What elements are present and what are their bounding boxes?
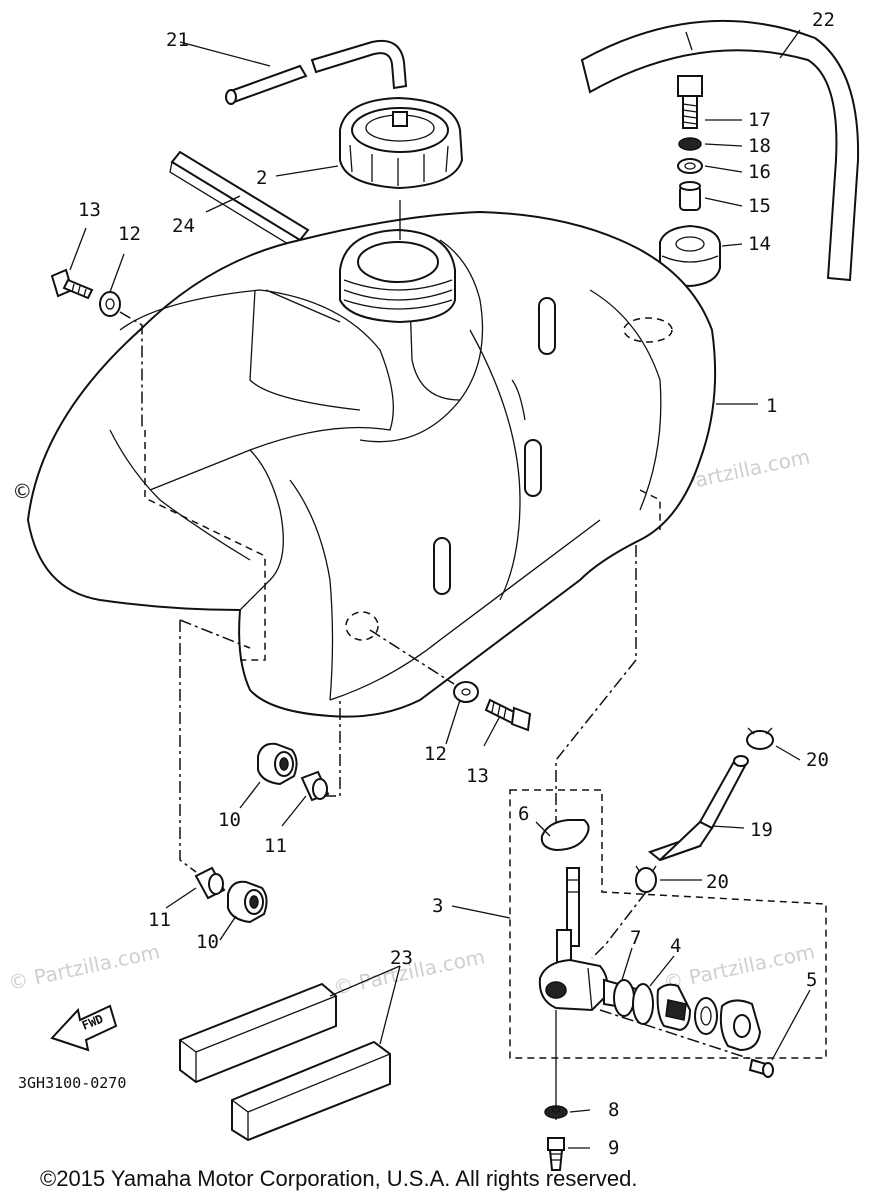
callout-23: 23 [390, 947, 413, 969]
callout-8: 8 [608, 1099, 619, 1121]
grommet-lower [227, 880, 268, 924]
callout-11-lower: 11 [148, 909, 171, 931]
grommet-lower-axis [179, 620, 197, 873]
callout-5: 5 [806, 969, 817, 991]
lever [656, 983, 692, 1032]
callout-10-upper: 10 [218, 809, 241, 831]
callout-4: 4 [670, 935, 681, 957]
callout-14: 14 [748, 233, 771, 255]
fuel-cap [339, 96, 464, 190]
damper-block-front [231, 1040, 391, 1142]
collar-lower [194, 866, 226, 900]
callout-18: 18 [748, 135, 771, 157]
callout-19: 19 [750, 819, 773, 841]
collar [679, 181, 701, 211]
lever-plate [719, 999, 762, 1052]
callout-9: 9 [608, 1137, 619, 1159]
bolt-upper-axis [119, 311, 143, 430]
callout-7: 7 [630, 927, 641, 949]
collar-upper [300, 770, 330, 802]
damper-block-rear [179, 982, 337, 1084]
hose-clip-upper [746, 727, 774, 750]
bolt-upper [50, 268, 94, 300]
callout-13-upper: 13 [78, 199, 101, 221]
vent-hose [225, 40, 408, 105]
callout-17: 17 [748, 109, 771, 131]
callout-3: 3 [432, 895, 443, 917]
mounting-bolt [677, 75, 703, 129]
watermark: © Partzilla.com [661, 939, 817, 995]
washer-upper [99, 291, 121, 317]
callout-2: 2 [256, 167, 267, 189]
grommet-upper [257, 742, 298, 786]
fuel-hose [647, 755, 749, 862]
washer-lower [453, 681, 479, 703]
callout-labels: 1 2 3 4 5 6 7 8 9 10 10 11 11 12 12 13 1… [78, 9, 835, 1159]
grommet-upper-axis [324, 700, 341, 797]
bolt-lower-axis [369, 629, 455, 685]
callout-12-lower: 12 [424, 743, 447, 765]
lever-screw [748, 1058, 774, 1078]
rubber-damper [659, 224, 721, 288]
plain-washer [677, 158, 703, 174]
tank-strap [580, 19, 860, 282]
callout-12-upper: 12 [118, 223, 141, 245]
callout-1: 1 [766, 395, 777, 417]
callout-24: 24 [172, 215, 195, 237]
watermark: © Partzilla.com [6, 939, 162, 995]
callout-13-lower: 13 [466, 765, 489, 787]
hose-clip-lower [635, 865, 657, 893]
callout-22: 22 [812, 9, 835, 31]
callout-15: 15 [748, 195, 771, 217]
lever-axis [599, 1009, 761, 1063]
spring-washer [678, 137, 702, 151]
drain-screw [547, 1137, 565, 1171]
copyright-notice: ©2015 Yamaha Motor Corporation, U.S.A. A… [40, 1166, 637, 1191]
wave-washer [694, 997, 718, 1035]
callout-11-upper: 11 [264, 835, 287, 857]
diagram-part-code: 3GH3100-0270 [18, 1074, 126, 1092]
o-ring [613, 979, 635, 1017]
callout-6: 6 [518, 803, 529, 825]
callout-20-upper: 20 [806, 749, 829, 771]
callout-10-lower: 10 [196, 931, 219, 953]
tank-side-axis [179, 619, 251, 649]
fuel-cock-outline [509, 789, 827, 1059]
hose-axis [591, 891, 647, 959]
drain-washer [544, 1105, 568, 1119]
bolt-lower [484, 698, 532, 732]
lever-gasket [632, 983, 654, 1025]
fuel-tank [26, 210, 717, 718]
callout-21: 21 [166, 29, 189, 51]
callout-20-lower: 20 [706, 871, 729, 893]
forward-arrow: FWD [50, 1004, 118, 1052]
fuel-cock-gasket [540, 819, 590, 852]
fuel-cock-axis [555, 545, 637, 850]
callout-16: 16 [748, 161, 771, 183]
leader-lines [69, 29, 811, 1149]
